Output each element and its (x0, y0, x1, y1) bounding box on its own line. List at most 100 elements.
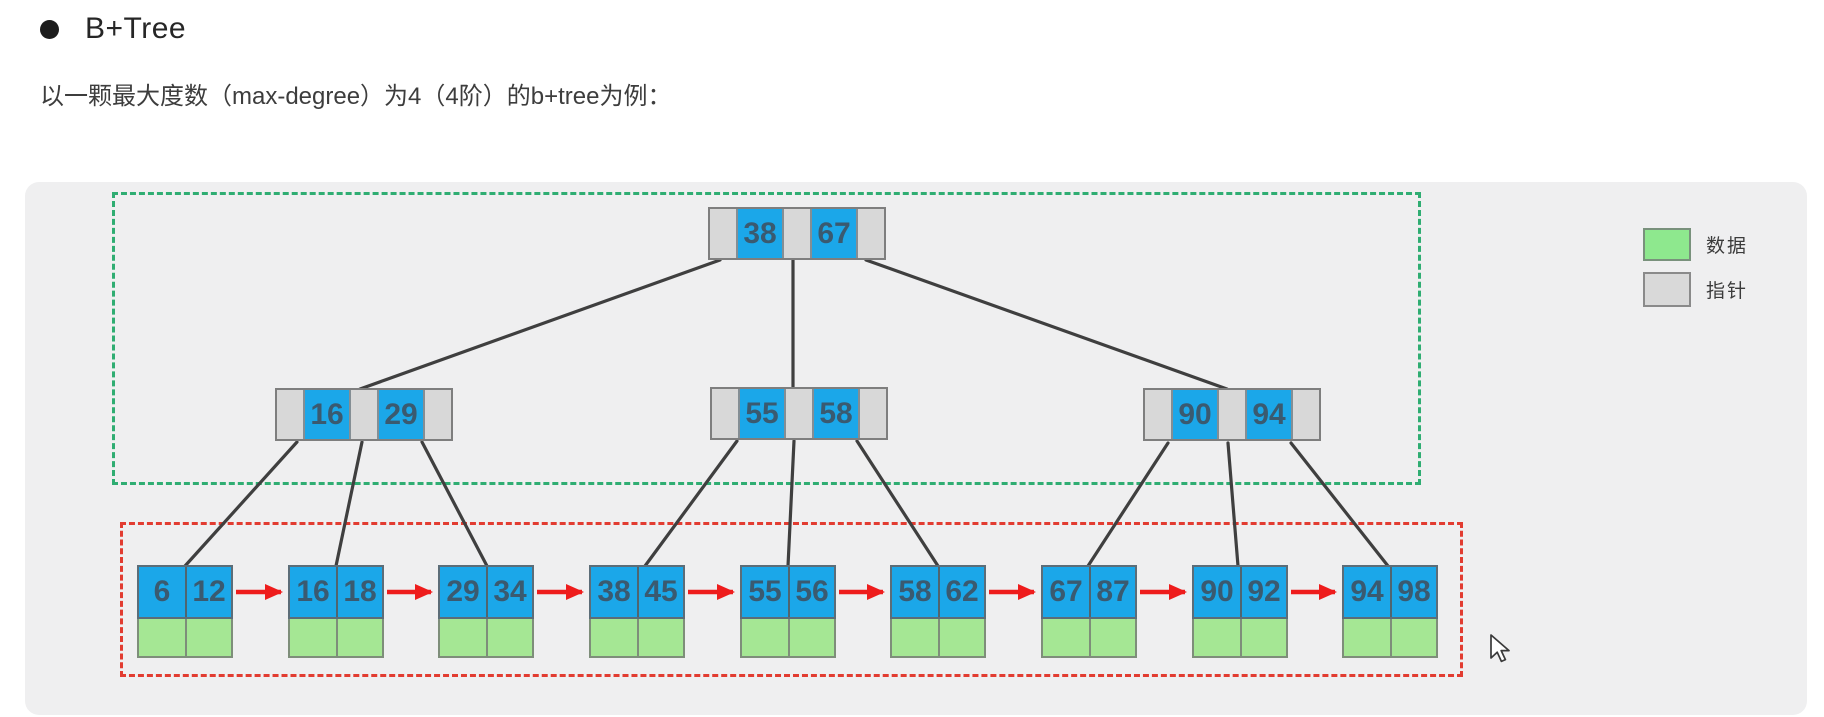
leaf-key-cell: 58 (892, 567, 938, 617)
pointer-cell (425, 390, 451, 439)
key-cell: 67 (810, 209, 858, 258)
root-node: 38 67 (708, 207, 886, 260)
key-cell: 90 (1171, 390, 1219, 439)
leaf-data-row (1342, 619, 1438, 658)
leaf-data-cell (185, 619, 231, 656)
legend: 数据 指针 (1643, 228, 1748, 318)
leaf-key-cell: 6 (139, 567, 185, 617)
leaf-key-cell: 18 (336, 567, 382, 617)
leaf-key-cell: 90 (1194, 567, 1240, 617)
leaf-data-cell (788, 619, 834, 656)
leaf-data-row (589, 619, 685, 658)
leaf-data-cell (591, 619, 637, 656)
leaf-data-cell (938, 619, 984, 656)
pointer-cell (1219, 390, 1245, 439)
legend-label-pointer: 指针 (1706, 281, 1749, 302)
leaf-key-cell: 98 (1390, 567, 1436, 617)
leaf-key-cell: 87 (1089, 567, 1135, 617)
heading: B+Tree (40, 12, 186, 46)
leaf-key-cell: 12 (185, 567, 231, 617)
pointer-cell (1145, 390, 1171, 439)
key-cell: 94 (1245, 390, 1293, 439)
leaf-data-cell (742, 619, 788, 656)
index-region-outline (112, 192, 1421, 485)
pointer-cell (712, 389, 738, 438)
pointer-cell (786, 389, 812, 438)
key-cell: 58 (812, 389, 860, 438)
leaf-key-cell: 45 (637, 567, 683, 617)
leaf-data-cell (440, 619, 486, 656)
leaf-data-row (1192, 619, 1288, 658)
key-cell: 55 (738, 389, 786, 438)
legend-item-pointer: 指针 (1643, 272, 1748, 307)
leaf-key-cell: 16 (290, 567, 336, 617)
mouse-arrow-cursor-icon (1490, 634, 1510, 663)
key-cell: 38 (736, 209, 784, 258)
leaf-data-cell (336, 619, 382, 656)
leaf-data-row (1041, 619, 1137, 658)
data-swatch (1643, 228, 1691, 261)
key-cell: 16 (303, 390, 351, 439)
bullet-dot-icon (40, 20, 59, 39)
leaf-key-cell: 55 (742, 567, 788, 617)
pointer-cell (1293, 390, 1319, 439)
pointer-cell (710, 209, 736, 258)
leaf-data-row (740, 619, 836, 658)
leaf-data-cell (139, 619, 185, 656)
leaf-data-cell (1344, 619, 1390, 656)
pointer-swatch (1643, 272, 1691, 307)
leaf-data-cell (486, 619, 532, 656)
key-cell: 29 (377, 390, 425, 439)
leaf-key-cell: 29 (440, 567, 486, 617)
page-title: B+Tree (85, 12, 187, 45)
leaf-key-cell: 38 (591, 567, 637, 617)
leaf-key-cell: 34 (486, 567, 532, 617)
pointer-cell (784, 209, 810, 258)
leaf-key-cell: 62 (938, 567, 984, 617)
leaf-data-cell (637, 619, 683, 656)
leaf-data-cell (1390, 619, 1436, 656)
legend-label-data: 数据 (1706, 236, 1749, 257)
internal-node: 90 94 (1143, 388, 1321, 441)
leaf-data-row (438, 619, 534, 658)
leaf-key-cell: 92 (1240, 567, 1286, 617)
leaf-data-cell (892, 619, 938, 656)
leaf-data-row (137, 619, 233, 658)
internal-node: 55 58 (710, 387, 888, 440)
leaf-key-cell: 94 (1344, 567, 1390, 617)
leaf-data-cell (1240, 619, 1286, 656)
leaf-data-row (288, 619, 384, 658)
leaf-key-cell: 67 (1043, 567, 1089, 617)
leaf-data-cell (1089, 619, 1135, 656)
pointer-cell (858, 209, 884, 258)
subtitle-text: 以一颗最大度数（max-degree）为4（4阶）的b+tree为例： (40, 83, 672, 110)
pointer-cell (860, 389, 886, 438)
legend-item-data: 数据 (1643, 228, 1748, 261)
leaf-key-cell: 56 (788, 567, 834, 617)
pointer-cell (351, 390, 377, 439)
leaf-data-cell (290, 619, 336, 656)
leaf-data-cell (1194, 619, 1240, 656)
leaf-data-cell (1043, 619, 1089, 656)
pointer-cell (277, 390, 303, 439)
leaf-data-row (890, 619, 986, 658)
